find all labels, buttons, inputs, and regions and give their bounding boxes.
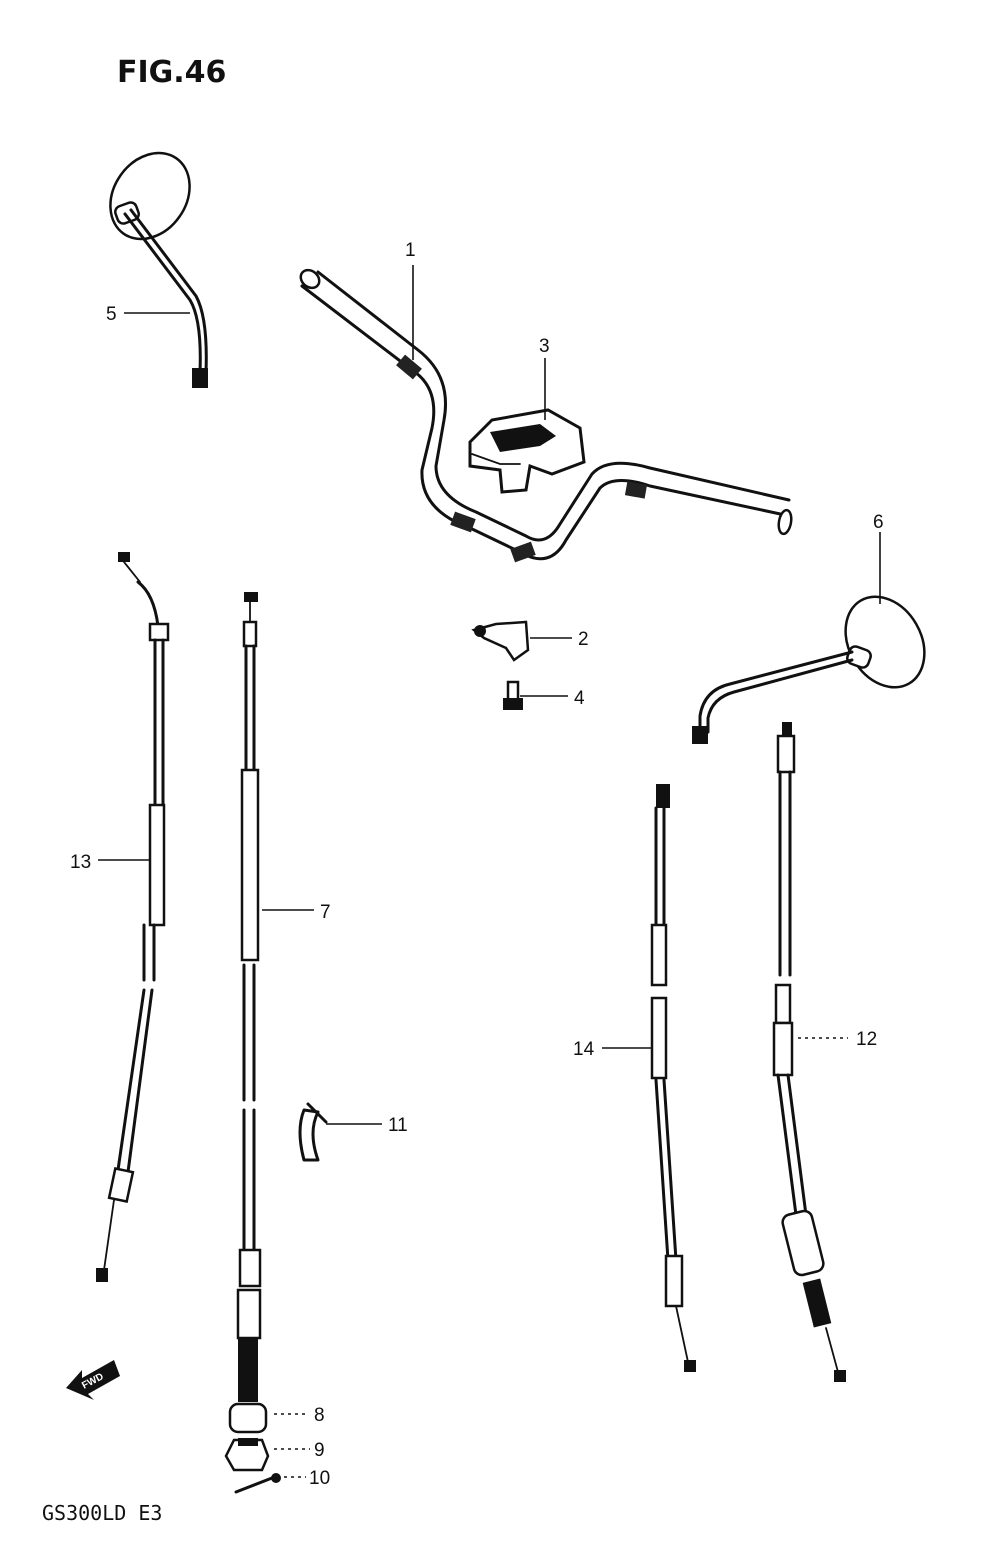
callout-7: 7 bbox=[320, 902, 331, 923]
callout-13: 13 bbox=[70, 852, 91, 873]
long-cable bbox=[236, 592, 262, 1402]
lock-nut bbox=[224, 1438, 270, 1472]
callout-2: 2 bbox=[578, 629, 589, 650]
left-mirror bbox=[109, 151, 208, 388]
callout-5: 5 bbox=[106, 304, 117, 325]
model-code: GS300LD E3 bbox=[42, 1501, 162, 1525]
throttle-cable bbox=[96, 552, 170, 1282]
clutch-cable bbox=[650, 784, 696, 1372]
callout-leaders bbox=[98, 265, 881, 1478]
callout-12: 12 bbox=[856, 1029, 877, 1050]
callout-1: 1 bbox=[405, 240, 416, 261]
cotter-pin bbox=[234, 1473, 281, 1494]
callout-14: 14 bbox=[573, 1039, 595, 1060]
handlebar bbox=[299, 268, 793, 563]
figure-title: FIG.46 bbox=[117, 55, 226, 90]
callout-4: 4 bbox=[574, 688, 585, 709]
callout-10: 10 bbox=[309, 1468, 330, 1489]
callout-11: 11 bbox=[388, 1115, 408, 1136]
forward-direction-arrow: FWD bbox=[66, 1360, 120, 1400]
adjuster-sleeve bbox=[228, 1402, 268, 1434]
right-mirror bbox=[692, 595, 926, 744]
holder bbox=[471, 620, 530, 662]
bolt bbox=[503, 680, 523, 710]
callout-labels: 1 2 3 4 5 6 7 8 9 10 11 12 13 14 bbox=[70, 240, 884, 1489]
callout-3: 3 bbox=[539, 336, 550, 357]
callout-6: 6 bbox=[873, 512, 884, 533]
cable-clamp bbox=[298, 1102, 328, 1162]
callout-8: 8 bbox=[314, 1405, 325, 1426]
brake-cable bbox=[772, 722, 846, 1382]
handlebar-clamp bbox=[468, 408, 586, 494]
callout-9: 9 bbox=[314, 1440, 325, 1461]
